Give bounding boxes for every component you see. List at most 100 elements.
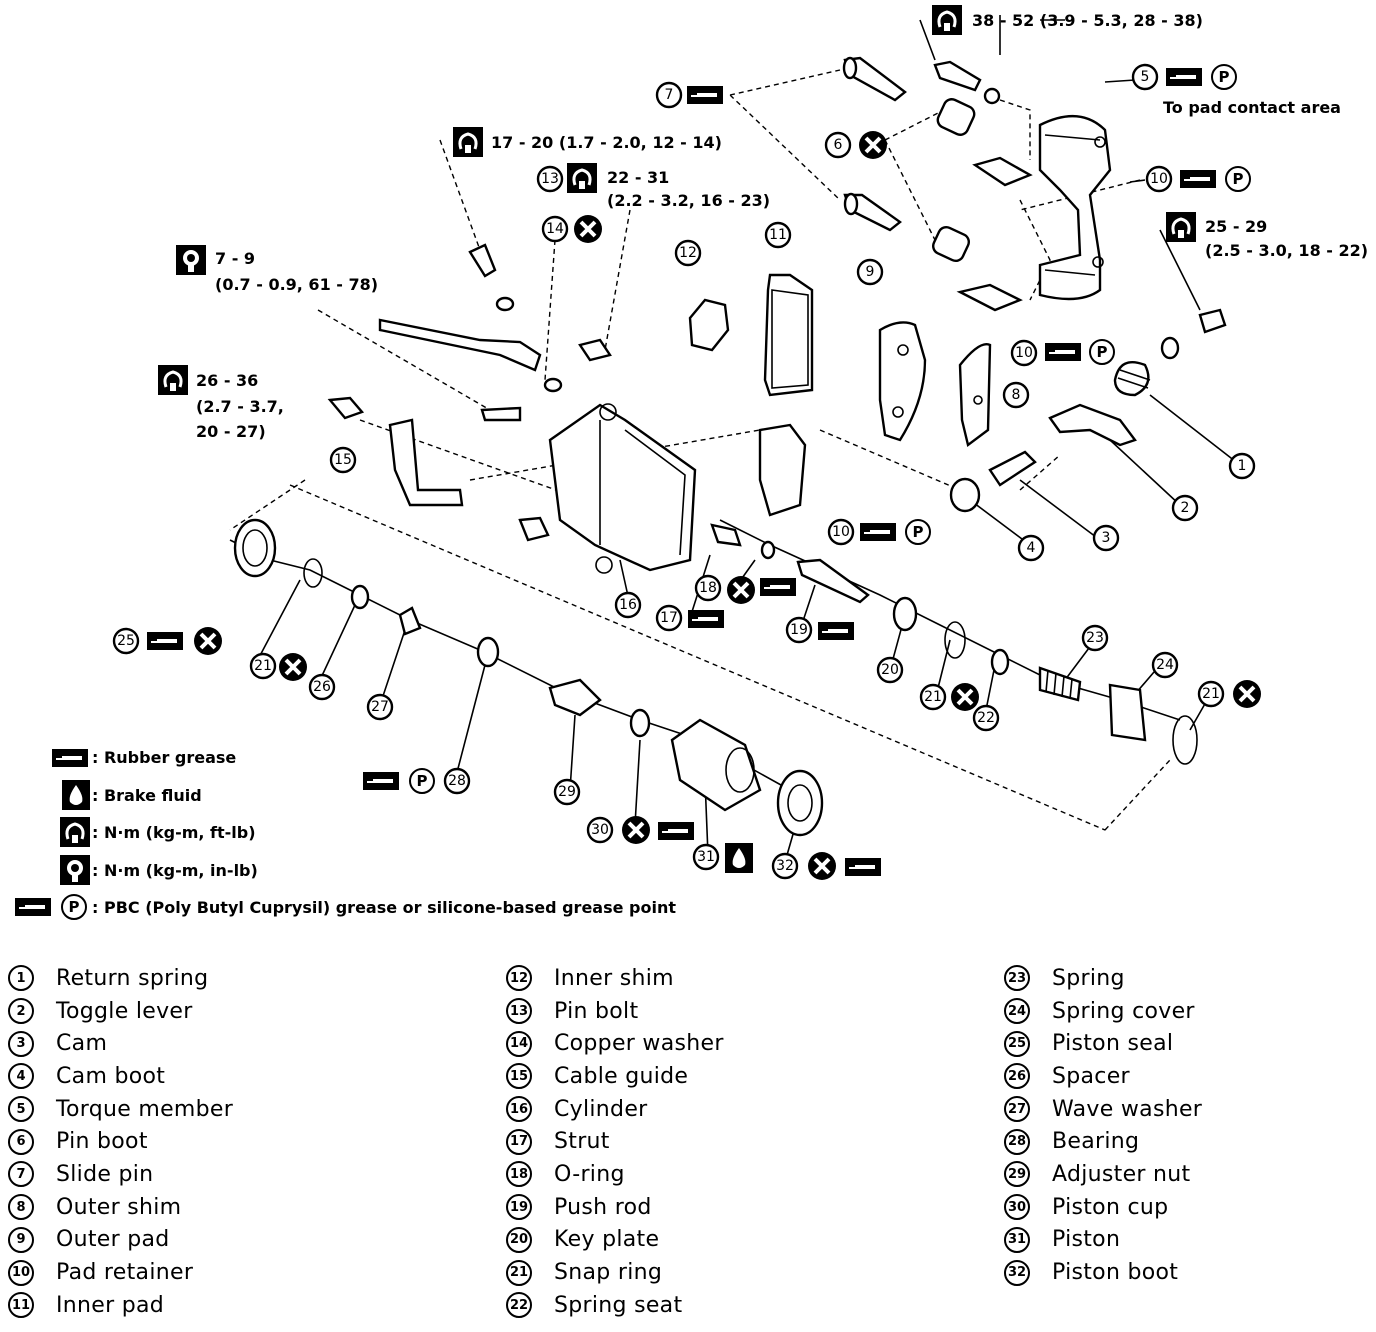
symbol-legend: : Rubber grease : Brake fluid : N·m (kg-…	[15, 748, 676, 920]
svg-text:P: P	[69, 898, 80, 916]
mount-bolt	[518, 516, 550, 542]
piston-boot	[776, 769, 824, 837]
bearing	[476, 636, 500, 668]
svg-text:26 - 36: 26 - 36	[196, 371, 258, 390]
svg-text:(2.2 - 3.2, 16 - 23): (2.2 - 3.2, 16 - 23)	[607, 191, 770, 210]
pad-retainer-mid	[956, 283, 1023, 312]
torque-callout-25-29: 25 - 29 (2.5 - 3.0, 18 - 22)	[1164, 210, 1368, 260]
svg-text:16: 16	[619, 597, 637, 613]
outer-shim	[958, 343, 992, 448]
exploded-brake-diagram: 38 - 52 (3.9 - 5.3, 28 - 38) 17 - 20 (1.…	[15, 3, 1368, 920]
svg-text:14: 14	[546, 221, 564, 237]
copper-washer-lower	[543, 377, 563, 393]
callout-9: 9	[856, 258, 884, 286]
callout-26: 26	[308, 673, 336, 701]
push-rod	[796, 558, 870, 604]
callout-27: 27	[366, 693, 394, 721]
callout-32: 32	[771, 852, 799, 880]
cable-guide	[388, 418, 464, 507]
snap-ring-right	[1172, 715, 1198, 765]
snap-ring-left	[303, 558, 323, 588]
callout-4: 4	[1017, 534, 1045, 562]
legend-nm-ftlb: : N·m (kg-m, ft-lb)	[92, 823, 256, 842]
callout-22: 22	[972, 704, 1000, 732]
svg-text:31: 31	[697, 849, 715, 865]
slide-pin-upper	[842, 56, 907, 102]
svg-text:18: 18	[699, 580, 717, 596]
svg-text:21: 21	[924, 689, 942, 705]
svg-text:P: P	[1219, 68, 1230, 86]
pin-bolt-mid	[578, 338, 612, 362]
svg-text:19: 19	[790, 622, 808, 638]
callout-7: 7	[655, 81, 683, 109]
svg-text:25 - 29: 25 - 29	[1205, 217, 1267, 236]
svg-text:4: 4	[1027, 540, 1036, 556]
svg-text:8: 8	[1012, 387, 1021, 403]
snap-ring-mid	[944, 621, 966, 659]
svg-text:24: 24	[1156, 657, 1174, 673]
svg-text:23: 23	[1086, 630, 1104, 646]
callout-19: 19	[785, 616, 813, 644]
svg-text:38 - 52 (3.9 - 5.3, 28 - 38): 38 - 52 (3.9 - 5.3, 28 - 38)	[972, 11, 1203, 30]
callout-3: 3	[1092, 524, 1120, 552]
callout-31: 31	[692, 843, 720, 871]
adjuster-nut	[548, 678, 602, 717]
svg-text:10: 10	[1150, 171, 1168, 187]
svg-text:7: 7	[665, 87, 674, 103]
legend-brake-fluid: : Brake fluid	[92, 786, 202, 805]
callout-13: 13	[536, 165, 564, 193]
callout-21c: 21	[919, 683, 947, 711]
svg-text:10: 10	[832, 524, 850, 540]
callout-28: 28	[443, 767, 471, 795]
spacer	[350, 584, 370, 610]
svg-text:29: 29	[558, 784, 576, 800]
callout-12: 12	[674, 239, 702, 267]
svg-text:22: 22	[977, 710, 995, 726]
svg-text:12: 12	[679, 245, 697, 261]
markers: P P P P P	[147, 64, 1263, 882]
svg-text:20 - 27): 20 - 27)	[196, 422, 266, 441]
brake-hose	[378, 318, 542, 372]
callout-8: 8	[1002, 381, 1030, 409]
svg-text:30: 30	[591, 822, 609, 838]
bleeder	[480, 406, 522, 422]
svg-text:10: 10	[1015, 345, 1033, 361]
callout-15: 15	[329, 446, 357, 474]
svg-text:17: 17	[660, 610, 678, 626]
torque-callout-22-31: 22 - 31 (2.2 - 3.2, 16 - 23)	[565, 161, 770, 210]
callout-10b: 10	[1010, 339, 1038, 367]
svg-text:32: 32	[776, 858, 794, 874]
legend-rubber-grease: : Rubber grease	[92, 748, 236, 767]
svg-text:1: 1	[1238, 458, 1247, 474]
svg-text:6: 6	[834, 137, 843, 153]
copper-washer-upper	[495, 296, 515, 312]
torque-callout-17-20: 17 - 20 (1.7 - 2.0, 12 - 14)	[451, 125, 722, 159]
key-plate	[892, 596, 918, 632]
svg-text:(0.7 - 0.9, 61 - 78): (0.7 - 0.9, 61 - 78)	[215, 275, 378, 294]
torque-callout-26-36: 26 - 36 (2.7 - 3.7, 20 - 27)	[156, 363, 284, 441]
svg-text:P: P	[913, 523, 924, 541]
inner-shim	[688, 298, 730, 352]
pad-retainer-lower	[758, 423, 807, 517]
svg-text:15: 15	[334, 452, 352, 468]
cam-boot	[949, 477, 981, 513]
callout-18: 18	[694, 574, 722, 602]
